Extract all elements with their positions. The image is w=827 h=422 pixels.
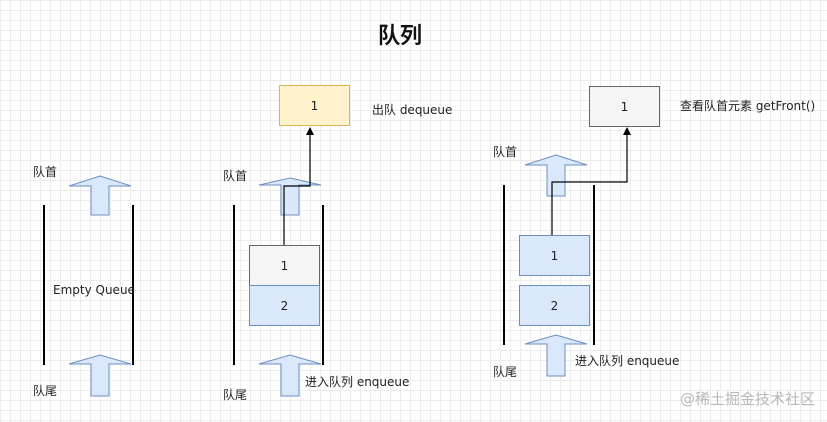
diagram-title: 队列 bbox=[377, 24, 422, 49]
queue-tail-label: 队尾 bbox=[33, 384, 58, 398]
queue-item: 2 bbox=[519, 285, 590, 326]
tail-arrow-icon bbox=[524, 334, 588, 377]
enqueue-label: 进入队列 enqueue bbox=[305, 375, 410, 389]
queue-item: 2 bbox=[249, 285, 320, 326]
queue-item: 1 bbox=[519, 235, 590, 276]
dequeue-label: 出队 dequeue bbox=[372, 103, 453, 117]
head-arrow-icon bbox=[258, 177, 322, 216]
queue-wall-right bbox=[593, 185, 595, 345]
tail-arrow-icon bbox=[68, 354, 132, 397]
queue-tail-label: 队尾 bbox=[223, 388, 248, 402]
queue-wall-left bbox=[43, 205, 45, 365]
get-front-label: 查看队首元素 getFront() bbox=[680, 99, 816, 113]
queue-wall-left bbox=[503, 185, 505, 345]
queue-tail-label: 队尾 bbox=[493, 365, 518, 379]
peek-connector bbox=[551, 127, 631, 235]
head-arrow-icon bbox=[68, 175, 132, 216]
queue-head-label: 队首 bbox=[33, 165, 58, 179]
watermark: @稀土掘金技术社区 bbox=[679, 390, 815, 408]
queue-wall-right bbox=[322, 205, 324, 365]
queue-head-label: 队首 bbox=[223, 169, 248, 183]
queue-head-label: 队首 bbox=[493, 145, 518, 159]
front-item-copy: 1 bbox=[589, 86, 660, 127]
enqueue-label: 进入队列 enqueue bbox=[575, 354, 680, 368]
queue-wall-right bbox=[132, 205, 134, 365]
queue-wall-left bbox=[233, 205, 235, 365]
dequeued-item: 1 bbox=[279, 85, 350, 126]
empty-queue-text: Empty Queue bbox=[53, 283, 135, 297]
tail-arrow-icon bbox=[258, 354, 322, 397]
dequeue-connector bbox=[283, 127, 314, 245]
head-arrow-icon bbox=[524, 154, 588, 197]
queue-item: 1 bbox=[249, 245, 320, 286]
